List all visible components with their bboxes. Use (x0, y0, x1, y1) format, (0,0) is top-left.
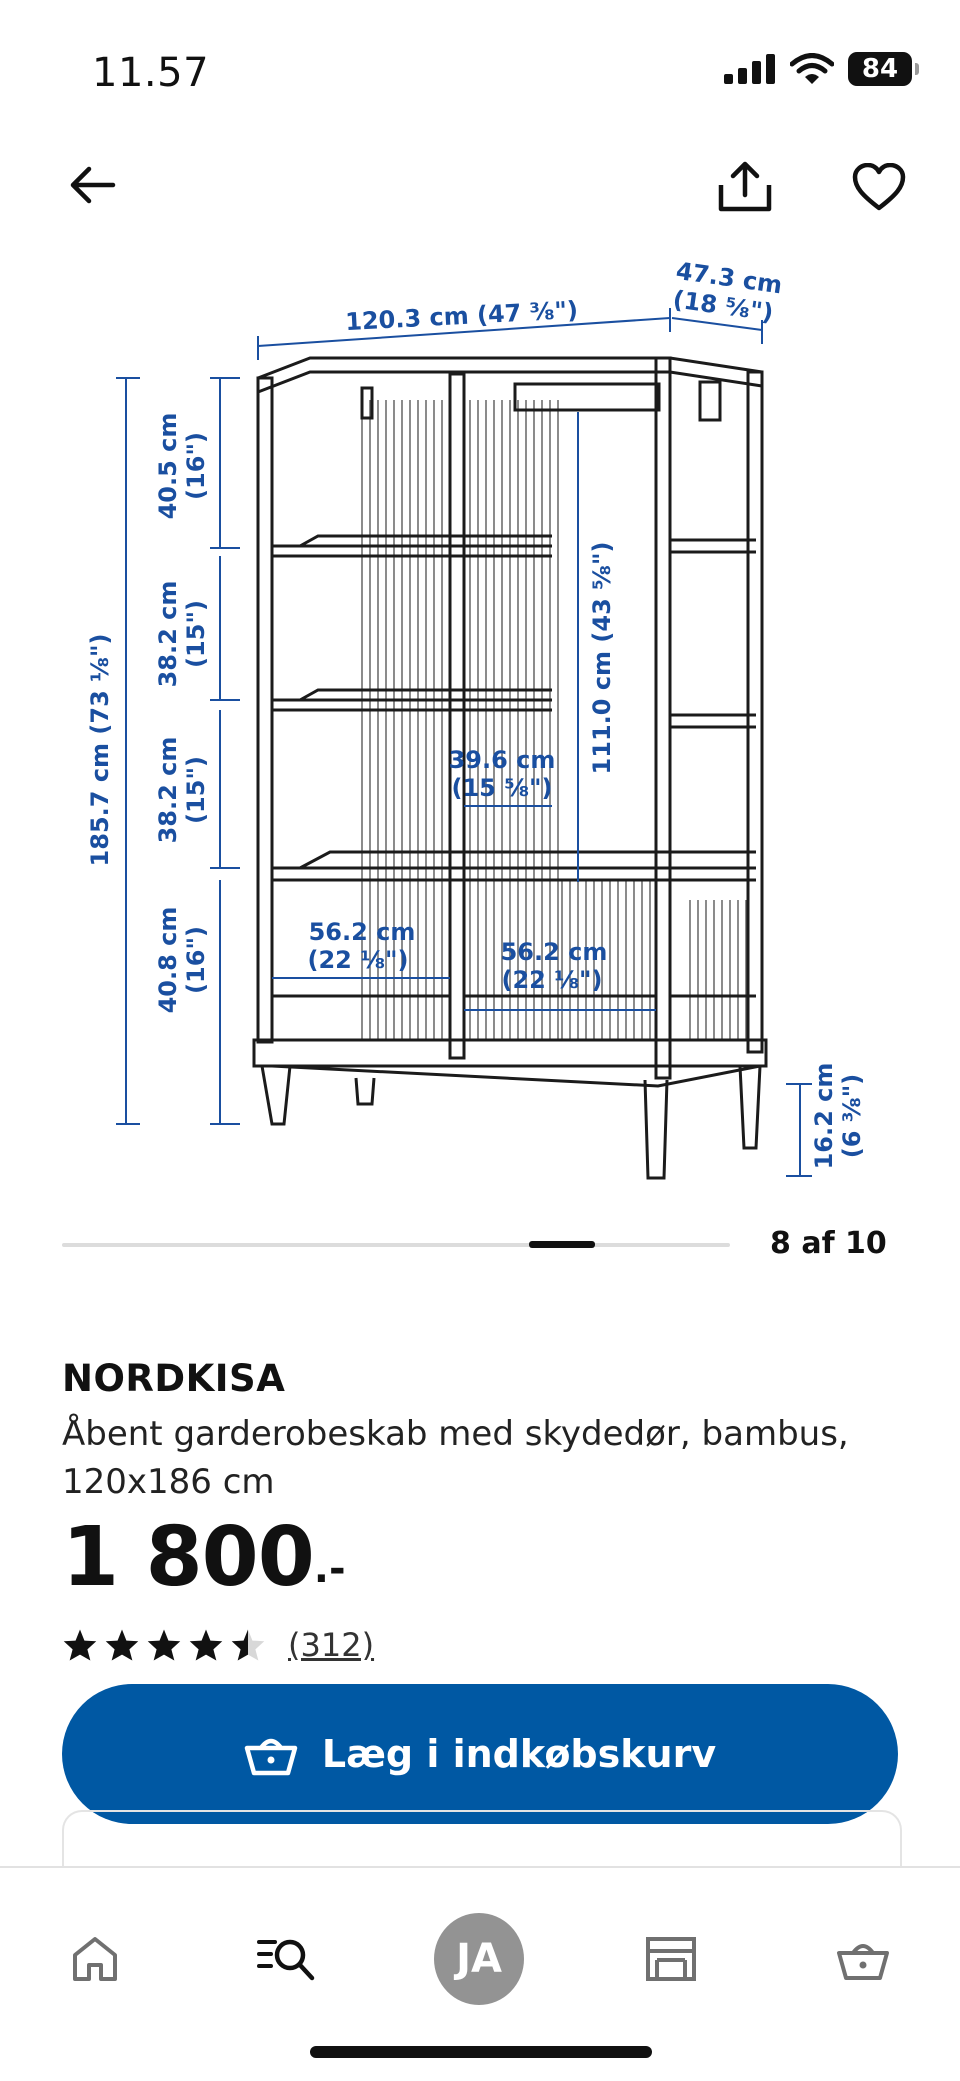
next-card-edge (62, 1810, 902, 1872)
dim-rail-height: 111.0 cm (43 ⅝") (588, 542, 616, 775)
dim-right-width-cm: 56.2 cm (501, 938, 608, 966)
wifi-icon (790, 53, 834, 84)
star-half-icon (231, 1629, 265, 1661)
price-suffix: .- (313, 1546, 346, 1592)
tab-cart[interactable] (818, 1914, 908, 2004)
dim-middle-width-in: (15 ⅝") (451, 774, 552, 802)
battery-level: 84 (861, 54, 899, 84)
tab-stores[interactable] (626, 1914, 716, 2004)
image-pager-thumb[interactable] (529, 1241, 595, 1248)
product-description: Åbent garderobeskab med skydedør, bambus… (62, 1414, 849, 1502)
dim-shelf-3-cm: 38.2 cm (154, 737, 182, 844)
dim-shelf-4-in: (16") (182, 926, 210, 994)
dim-left-width-cm: 56.2 cm (309, 918, 416, 946)
product-rating[interactable]: (312) (62, 1626, 374, 1664)
search-list-icon (257, 1939, 315, 1981)
product-price: 1 800 .- (62, 1512, 346, 1604)
home-indicator (310, 2046, 652, 2058)
price-amount: 1 800 (62, 1510, 315, 1605)
dim-shelf-2-in: (15") (182, 600, 210, 668)
dim-shelf-4-cm: 40.8 cm (154, 907, 182, 1014)
image-pager-track[interactable] (62, 1243, 730, 1247)
star-icon (105, 1629, 139, 1661)
product-name: NORDKISA (62, 1357, 286, 1400)
dim-shelf-3-in: (15") (182, 756, 210, 824)
dimension-lines (116, 308, 812, 1177)
wardrobe-drawing (252, 356, 768, 1180)
product-dimension-image[interactable]: 120.3 cm (47 ⅜") 47.3 cm (18 ⅝") 185.7 c… (0, 240, 960, 1200)
review-count-link[interactable]: (312) (288, 1626, 375, 1664)
arrow-left-icon (70, 166, 116, 204)
store-icon (646, 1937, 696, 1981)
dim-total-width: 120.3 cm (47 ⅜") (345, 296, 579, 336)
star-icon (63, 1629, 97, 1661)
back-button[interactable] (62, 154, 124, 216)
heart-icon (852, 163, 906, 211)
dim-leg-height-cm: 16.2 cm (810, 1063, 838, 1170)
add-to-cart-button[interactable]: Læg i indkøbskurv (62, 1684, 898, 1824)
dim-shelf-2-cm: 38.2 cm (154, 581, 182, 688)
add-to-cart-label: Læg i indkøbskurv (321, 1732, 717, 1776)
favorite-button[interactable] (846, 154, 912, 220)
basket-icon (244, 1738, 298, 1776)
dim-right-width-in: (22 ⅛") (501, 966, 602, 994)
dim-total-height: 185.7 cm (73 ⅛") (86, 634, 114, 867)
share-button[interactable] (712, 154, 778, 220)
home-icon (73, 1937, 117, 1981)
basket-icon (837, 1944, 889, 1980)
bottom-tab-bar: JA (0, 1866, 960, 2081)
star-icon (147, 1629, 181, 1661)
dim-middle-width-cm: 39.6 cm (449, 746, 556, 774)
cellular-signal-icon (724, 54, 775, 84)
star-icon (189, 1629, 223, 1661)
tab-profile[interactable]: JA (434, 1913, 524, 2005)
dim-shelf-1-cm: 40.5 cm (154, 413, 182, 520)
dim-leg-height-in: (6 ⅜") (838, 1074, 866, 1158)
share-icon (718, 161, 772, 212)
battery-indicator: 84 (848, 52, 919, 86)
avatar: JA (434, 1913, 524, 2005)
tab-home[interactable] (50, 1914, 140, 2004)
status-icons: 84 (724, 52, 919, 86)
tab-search[interactable] (242, 1914, 332, 2004)
dim-shelf-1-in: (16") (182, 432, 210, 500)
image-pager-count: 8 af 10 (770, 1226, 887, 1261)
dim-left-width-in: (22 ⅛") (307, 946, 408, 974)
status-time: 11.57 (92, 50, 210, 96)
